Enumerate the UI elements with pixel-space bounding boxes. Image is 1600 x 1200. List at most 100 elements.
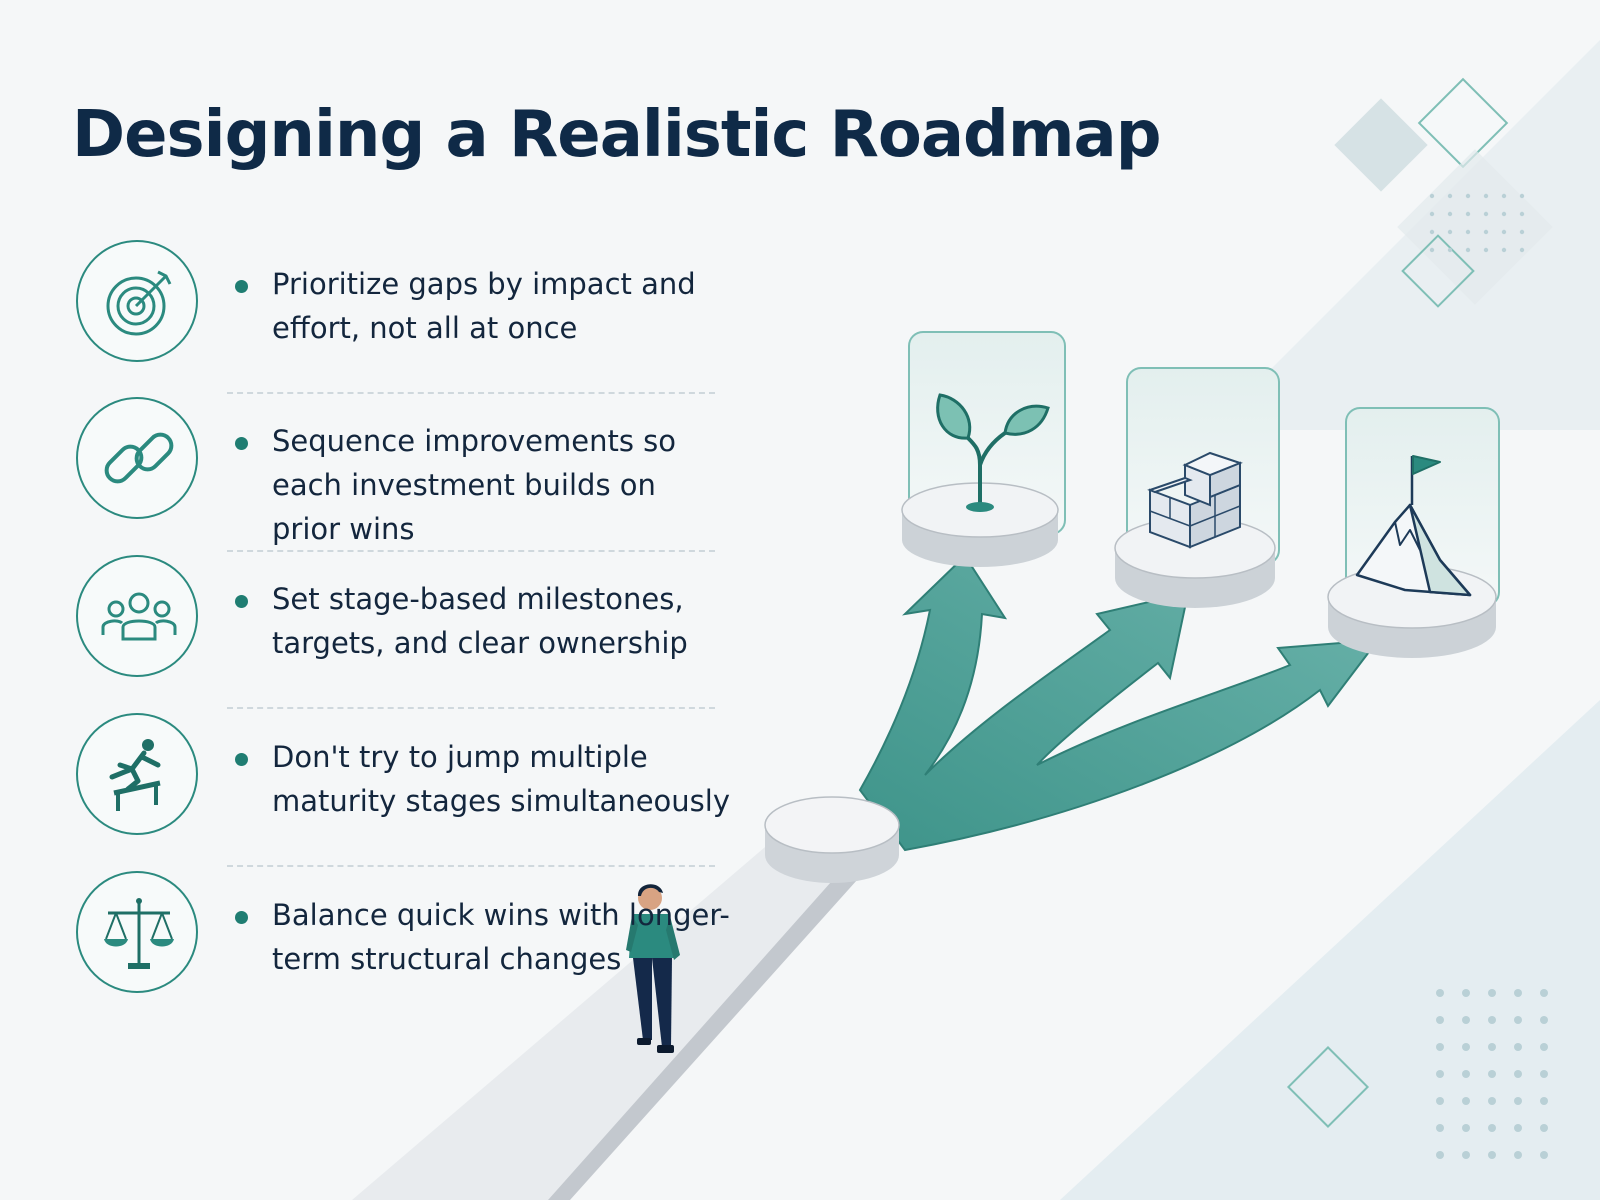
- bullet: [235, 595, 248, 608]
- item-text: Prioritize gaps by impact and effort, no…: [272, 267, 696, 345]
- chain-link-icon: [104, 432, 174, 484]
- decor-dot: [1540, 1151, 1548, 1159]
- item-text: Don't try to jump multiple maturity stag…: [272, 740, 730, 818]
- decor-dot: [1488, 1151, 1496, 1159]
- decor-diamond: [1401, 234, 1475, 308]
- list-item-balance: Balance quick wins with longer-term stru…: [76, 871, 730, 1001]
- decor-dot: [1488, 1070, 1496, 1078]
- divider: [227, 707, 715, 709]
- list-item-maturity: Don't try to jump multiple maturity stag…: [76, 713, 730, 843]
- team-icon: [101, 592, 177, 641]
- list-item-prioritize: Prioritize gaps by impact and effort, no…: [76, 240, 716, 370]
- decor-dot: [1514, 1151, 1522, 1159]
- decor-dot: [1465, 247, 1471, 253]
- brick-wall-icon: [1147, 451, 1243, 549]
- decor-dot: [1436, 1151, 1444, 1159]
- decor-dot: [1462, 1151, 1470, 1159]
- decor-dot: [1465, 229, 1471, 235]
- list-item-sequence: Sequence improvements so each investment…: [76, 397, 716, 546]
- branching-arrows: [858, 554, 1381, 852]
- decor-dot: [1429, 211, 1435, 217]
- decor-dot: [1501, 247, 1507, 253]
- decor-dot: [1514, 1070, 1522, 1078]
- decor-dot: [1483, 229, 1489, 235]
- decor-diamond: [1417, 77, 1509, 169]
- decor-dot: [1514, 1043, 1522, 1051]
- decor-dot: [1436, 1016, 1444, 1024]
- list-item-milestones: Set stage-based milestones, targets, and…: [76, 555, 716, 685]
- bullet: [235, 753, 248, 766]
- divider: [227, 550, 715, 552]
- item-text: Set stage-based milestones, targets, and…: [272, 582, 688, 660]
- decor-dot: [1501, 211, 1507, 217]
- decor-dot: [1429, 247, 1435, 253]
- decor-dot: [1519, 229, 1525, 235]
- decor-dot: [1483, 211, 1489, 217]
- decor-dot: [1465, 193, 1471, 199]
- decor-diamond: [1397, 149, 1553, 305]
- decor-dot: [1429, 229, 1435, 235]
- decor-dot: [1540, 1016, 1548, 1024]
- decor-dot: [1436, 1043, 1444, 1051]
- decor-dot: [1514, 1124, 1522, 1132]
- decor-dot: [1436, 1070, 1444, 1078]
- bullet: [235, 280, 248, 293]
- decor-dot: [1436, 989, 1444, 997]
- decor-dot: [1465, 211, 1471, 217]
- decor-dot: [1447, 193, 1453, 199]
- page-title: Designing a Realistic Roadmap: [72, 98, 1162, 172]
- decor-dot: [1514, 989, 1522, 997]
- decor-dot: [1501, 193, 1507, 199]
- decor-diamond: [1334, 98, 1428, 192]
- divider: [227, 392, 715, 394]
- road-path: [352, 830, 855, 1200]
- bullet: [235, 911, 248, 924]
- decor-dot: [1514, 1016, 1522, 1024]
- divider: [227, 865, 715, 867]
- decor-dot: [1488, 1097, 1496, 1105]
- item-text: Sequence improvements so each investment…: [272, 424, 677, 546]
- decor-dot: [1540, 1124, 1548, 1132]
- decor-dot: [1488, 989, 1496, 997]
- decor-dot: [1501, 229, 1507, 235]
- decor-dot: [1488, 1043, 1496, 1051]
- bullet: [235, 437, 248, 450]
- decor-dot: [1462, 1097, 1470, 1105]
- decor-dot: [1462, 1043, 1470, 1051]
- decor-dot: [1436, 1097, 1444, 1105]
- hurdle-runner-icon: [109, 739, 161, 811]
- decor-dot: [1447, 247, 1453, 253]
- decor-dot: [1462, 1016, 1470, 1024]
- sprout-icon: [936, 393, 1050, 512]
- decor-dot: [1540, 1070, 1548, 1078]
- start-node: [764, 796, 900, 854]
- decor-dot: [1483, 193, 1489, 199]
- decor-diamond: [1286, 1045, 1370, 1129]
- decor-dot: [1462, 1070, 1470, 1078]
- decor-dot: [1429, 193, 1435, 199]
- decor-dot: [1519, 211, 1525, 217]
- item-text: Balance quick wins with longer-term stru…: [272, 898, 730, 976]
- decor-dot: [1488, 1016, 1496, 1024]
- person-figure: [626, 884, 680, 1053]
- balance-scale-icon: [104, 898, 174, 969]
- mountain-flag-icon: [1355, 455, 1472, 597]
- decor-dot: [1462, 1124, 1470, 1132]
- decor-triangle-top: [1210, 40, 1600, 430]
- decor-dot-grid: [1429, 193, 1548, 1159]
- decor-dot: [1519, 193, 1525, 199]
- decor-dot: [1519, 247, 1525, 253]
- decor-dot: [1447, 211, 1453, 217]
- decor-dot: [1540, 1043, 1548, 1051]
- decor-dot: [1540, 1097, 1548, 1105]
- decor-dot: [1447, 229, 1453, 235]
- decor-dot: [1462, 989, 1470, 997]
- decor-dot: [1483, 247, 1489, 253]
- target-icon: [106, 270, 172, 336]
- decor-dot: [1488, 1124, 1496, 1132]
- decor-dot: [1514, 1097, 1522, 1105]
- decor-dot: [1540, 989, 1548, 997]
- decor-dot: [1436, 1124, 1444, 1132]
